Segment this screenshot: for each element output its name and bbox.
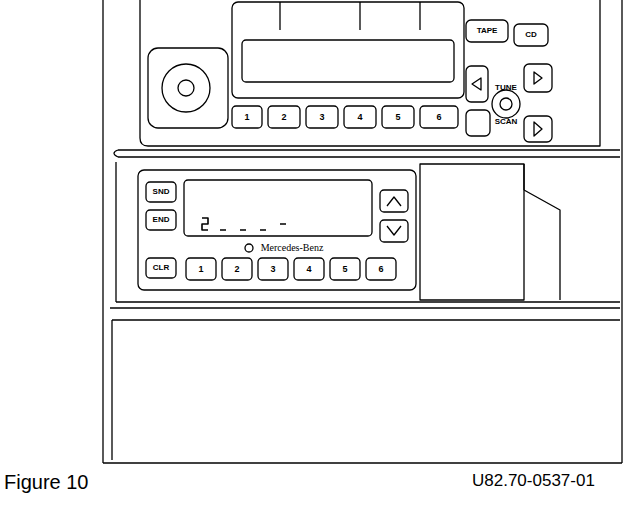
preset-number: 3 [270,265,275,274]
button-label: SND [153,188,170,196]
preset-number: 4 [357,113,362,122]
brand-name: Mercedes-Benz [261,243,324,253]
button-label: CD [525,31,537,39]
preset-number: 5 [395,113,400,122]
preset-number: 1 [244,113,249,122]
drawing-code: U82.70-0537-01 [472,472,595,489]
preset-number: 4 [306,265,311,274]
preset-number: 2 [234,265,239,274]
preset-number: 5 [342,265,347,274]
button-label: END [153,216,170,224]
preset-number: 1 [198,265,203,274]
button-label: SCAN [495,118,518,126]
preset-number: 6 [436,113,441,122]
figure-caption: Figure 10 [4,472,89,492]
button-label: TAPE [477,27,498,35]
button-label: TUNE [495,84,517,92]
preset-number: 6 [378,265,383,274]
preset-number: 3 [319,113,324,122]
button-label: CLR [153,264,169,272]
preset-number: 2 [281,113,286,122]
